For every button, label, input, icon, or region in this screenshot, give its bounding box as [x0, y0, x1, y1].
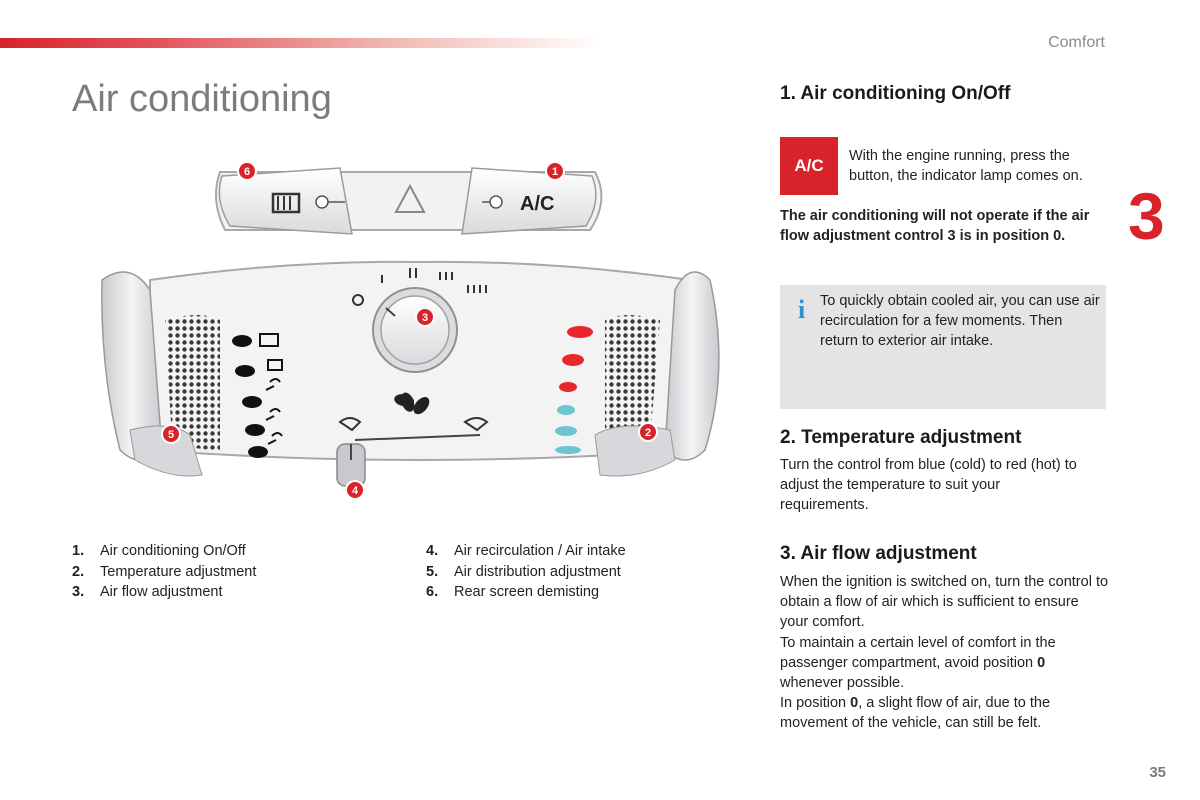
- section1-text: With the engine running, press the butto…: [849, 148, 1083, 185]
- info-icon: i: [798, 295, 806, 324]
- svg-text:6: 6: [244, 166, 250, 178]
- section3-text: When the ignition is switched on, turn t…: [780, 574, 1109, 732]
- svg-text:1: 1: [552, 166, 558, 178]
- page-title: Air conditioning: [72, 78, 332, 120]
- legend-left: 1.Air conditioning On/Off 2.Temperature …: [72, 541, 256, 603]
- svg-text:5: 5: [168, 429, 174, 441]
- ac-control-panel-illustration: A/C: [101, 161, 720, 500]
- legend-item: 3.Air flow adjustment: [72, 584, 223, 600]
- temperature-scale: [555, 326, 593, 454]
- svg-text:3: 3: [422, 312, 428, 324]
- legend-right: 4.Air recirculation / Air intake 5.Air d…: [426, 541, 626, 603]
- section-name: Comfort: [1048, 34, 1105, 51]
- legend-item: 1.Air conditioning On/Off: [72, 543, 246, 559]
- page-number: 35: [1149, 764, 1166, 781]
- section1-warning: The air conditioning will not operate if…: [780, 208, 1090, 245]
- ac-button-label: A/C: [520, 193, 554, 215]
- svg-text:2: 2: [645, 427, 651, 439]
- section2-text: Turn the control from blue (cold) to red…: [780, 457, 1077, 514]
- info-text: To quickly obtain cooled air, you can us…: [820, 293, 1100, 350]
- svg-text:4: 4: [352, 485, 359, 497]
- legend-item: 4.Air recirculation / Air intake: [426, 543, 626, 559]
- ac-button-icon: A/C: [780, 137, 838, 195]
- legend-item: 5.Air distribution adjustment: [426, 563, 621, 580]
- chapter-number: 3: [1128, 179, 1165, 253]
- section2-heading: 2. Temperature adjustment: [780, 427, 1022, 448]
- legend-item: 2.Temperature adjustment: [72, 563, 257, 580]
- section1-heading: 1. Air conditioning On/Off: [780, 83, 1011, 104]
- header-accent-bar: [0, 38, 600, 48]
- section3-heading: 3. Air flow adjustment: [780, 543, 977, 564]
- legend-item: 6.Rear screen demisting: [426, 584, 600, 600]
- rear-demist-icon: [271, 192, 301, 214]
- fan-icon: [394, 392, 430, 415]
- info-box: i To quickly obtain cooled air, you can …: [780, 285, 1106, 409]
